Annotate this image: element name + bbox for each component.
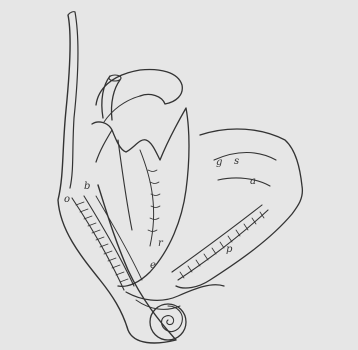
label-p: p	[226, 244, 233, 255]
label-e: e	[150, 260, 156, 271]
label-o: o	[64, 194, 70, 205]
label-s: s	[234, 156, 239, 167]
label-b: b	[84, 181, 90, 192]
label-a: a	[250, 176, 256, 187]
label-g: g	[216, 157, 222, 168]
